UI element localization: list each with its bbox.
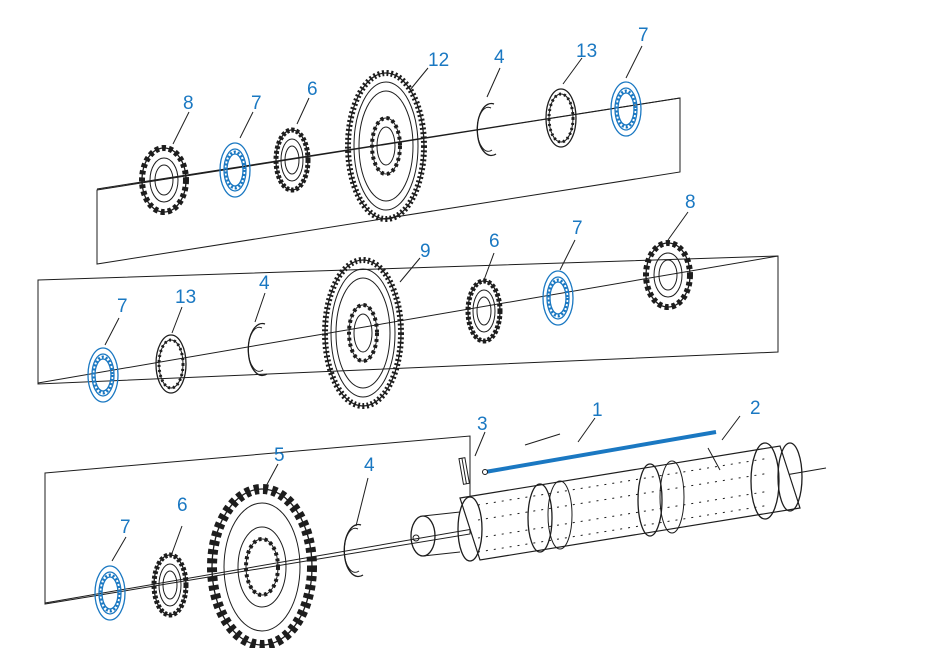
bottom-plane bbox=[44, 435, 471, 605]
callout-8-mid: 8 bbox=[685, 192, 696, 213]
callout-3: 3 bbox=[477, 414, 488, 435]
callout-5-bottom: 5 bbox=[274, 445, 285, 466]
middle-plane bbox=[37, 255, 779, 385]
part-7-top-right bbox=[609, 80, 643, 138]
part-7-mid-left bbox=[86, 346, 120, 404]
callout-7-bottom: 7 bbox=[120, 517, 131, 538]
callout-7-mid-right: 7 bbox=[572, 218, 583, 239]
part-12-top bbox=[348, 73, 424, 219]
middle-assembly: 7 13 4 9 6 7 8 bbox=[37, 192, 779, 406]
part-7-mid-right bbox=[541, 269, 575, 327]
callout-13-mid: 13 bbox=[175, 287, 196, 308]
callout-2: 2 bbox=[750, 398, 761, 419]
callout-4-top: 4 bbox=[494, 47, 505, 68]
top-axis bbox=[96, 97, 681, 190]
part-6-top bbox=[276, 130, 308, 190]
callout-9-mid: 9 bbox=[420, 241, 431, 262]
part-6-bottom bbox=[154, 555, 186, 615]
part-7-top-left bbox=[218, 141, 252, 199]
part-5-bottom bbox=[207, 484, 317, 648]
callout-4-bottom: 4 bbox=[364, 455, 375, 476]
top-assembly: 8 7 6 12 4 13 7 bbox=[96, 25, 681, 265]
callout-6-top: 6 bbox=[307, 79, 318, 100]
callout-7-top-right: 7 bbox=[638, 25, 649, 46]
middle-axis bbox=[37, 255, 779, 384]
callout-8-top: 8 bbox=[183, 93, 194, 114]
part-9-mid bbox=[325, 260, 401, 406]
callout-4-mid: 4 bbox=[259, 273, 270, 294]
callout-6-bottom: 6 bbox=[177, 495, 188, 516]
callout-13-top: 13 bbox=[576, 41, 597, 62]
bottom-assembly: 7 6 5 4 3 1 2 bbox=[44, 398, 827, 648]
callout-1: 1 bbox=[592, 400, 603, 421]
callout-12-top: 12 bbox=[428, 50, 449, 71]
part-2-shaft bbox=[410, 442, 803, 562]
part-3-pin bbox=[458, 457, 470, 485]
callout-7-top-left: 7 bbox=[251, 93, 262, 114]
part-6-mid bbox=[468, 281, 500, 341]
callout-6-mid: 6 bbox=[489, 231, 500, 252]
callout-7-mid-left: 7 bbox=[117, 296, 128, 317]
part-13-mid bbox=[154, 333, 188, 395]
part-1-rod bbox=[484, 430, 717, 474]
part-4-mid bbox=[247, 322, 268, 377]
part-8-top bbox=[142, 148, 186, 212]
